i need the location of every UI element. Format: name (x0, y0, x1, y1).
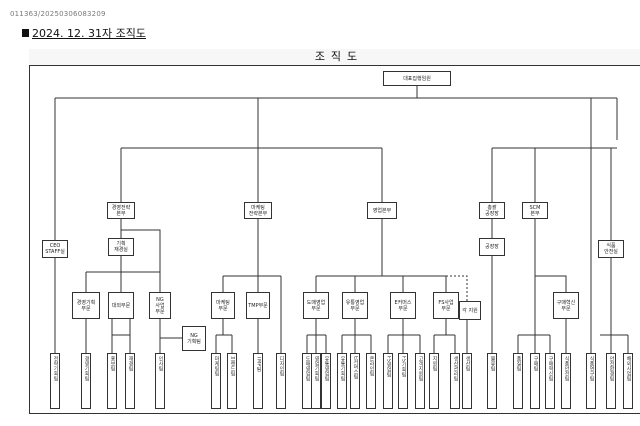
org-chart-banner: 조직도 (29, 49, 640, 66)
team-label: FS영업팀 (385, 356, 391, 377)
team-box-t22: 생산팀 (462, 353, 472, 409)
team-box-t16: 온라인팀 (366, 353, 376, 409)
team-label: TMP팀 (255, 356, 261, 372)
team-label: 생산관리팀 (452, 356, 458, 381)
team-box-t4: 재경팀 (125, 353, 135, 409)
team-label: 영업기획팀 (313, 356, 319, 381)
external-affairs-division-box: 대외부문 (108, 292, 134, 319)
ng-planning-team-box: NG 기획팀 (182, 326, 206, 351)
mgmt-planning-division-box: 경영기획 부문 (72, 292, 100, 319)
team-label: 구매혁신팀 (547, 356, 553, 381)
team-label: 재경팀 (127, 356, 133, 371)
strategy-hq-box: 경영전략 본부 (107, 202, 135, 219)
scm-hq-box: SCM 본부 (522, 202, 548, 219)
team-box-t3: 홍보팀 (107, 353, 117, 409)
team-label: 지원팀 (431, 356, 437, 371)
team-label: 경영기획팀 (83, 356, 89, 381)
team-label: 유통영업팀 (323, 356, 329, 381)
team-label: 식품안전팀 (563, 356, 569, 381)
team-label: 안전환경팀 (608, 356, 614, 381)
tmp-division-box: TMP부문 (246, 292, 270, 319)
branches-box: 각 지원 (459, 301, 481, 320)
team-label: 고객지원팀 (417, 356, 423, 381)
marketing-strategy-hq-box: 마케팅 전략본부 (244, 202, 272, 219)
team-box-t14: 유통기획팀 (337, 353, 347, 409)
team-label: 구매팀 (532, 356, 538, 371)
team-label: 디자인팀 (278, 356, 284, 376)
team-label: 품질팀 (515, 356, 521, 371)
team-box-t18: FS기획팀 (398, 353, 408, 409)
team-box-t26: 구매혁신팀 (545, 353, 555, 409)
marketing-division-box: 마케팅 부문 (211, 292, 235, 319)
team-label: 물류팀 (489, 356, 495, 371)
heading-title: 2024. 12. 31자 조직도 (32, 27, 146, 40)
team-box-t24: 품질팀 (513, 353, 523, 409)
team-box-t23: 물류팀 (487, 353, 497, 409)
team-label: 해외사업팀 (625, 356, 631, 381)
team-label: 도매영업팀 (304, 356, 310, 381)
team-label: FS기획팀 (400, 356, 406, 377)
sales-hq-box: 영업본부 (367, 202, 397, 219)
team-label: 브랜드팀 (229, 356, 235, 376)
team-box-t2: 경영기획팀 (81, 353, 91, 409)
document-heading: 2024. 12. 31자 조직도 (22, 25, 146, 41)
wholesale-sales-division-box: 도매영업 부문 (303, 292, 329, 319)
ceo-box: 대표집행임원 (383, 71, 451, 86)
procurement-innovation-division-box: 구매혁신 부문 (553, 292, 579, 319)
team-box-t5: 인사팀 (155, 353, 165, 409)
team-box-t7: 마케팅팀 (211, 353, 221, 409)
ng-business-division-box: NG 사업 부문 (149, 292, 171, 319)
document-id: 011363/20250306083209 (10, 10, 106, 18)
team-box-t10: 디자인팀 (276, 353, 286, 409)
team-box-t25: 구매팀 (530, 353, 540, 409)
team-box-t20: 지원팀 (429, 353, 439, 409)
team-label: 유통기획팀 (339, 356, 345, 381)
planning-finance-office-box: 기획 재경실 (108, 238, 134, 256)
team-box-t15: E커머스팀 (350, 353, 360, 409)
ceo-staff-office-box: CEO STAFF실 (42, 240, 68, 258)
team-box-t21: 생산관리팀 (450, 353, 460, 409)
team-label: 생산팀 (464, 356, 470, 371)
team-label: 식품연구팀 (588, 356, 594, 381)
team-box-t29: 안전환경팀 (606, 353, 616, 409)
team-label: 온라인팀 (368, 356, 374, 376)
food-safety-office-box: 식품 안전실 (598, 240, 624, 258)
ecommerce-division-box: E커머스 부문 (390, 292, 416, 319)
team-box-t19: 고객지원팀 (415, 353, 425, 409)
team-box-t13: 유통영업팀 (321, 353, 331, 409)
general-plant-manager-box: 총괄 공장장 (479, 202, 505, 219)
team-box-t17: FS영업팀 (383, 353, 393, 409)
team-box-t28: 식품연구팀 (586, 353, 596, 409)
team-box-t9: TMP팀 (253, 353, 263, 409)
team-box-t6: 해외사업팀 (623, 353, 633, 409)
plant-manager-box: 공장장 (479, 238, 505, 256)
team-label: 홍보팀 (109, 356, 115, 371)
team-box-t27: 식품안전팀 (561, 353, 571, 409)
team-label: 전략기획팀 (52, 356, 58, 381)
distribution-sales-division-box: 유통영업 부문 (342, 292, 368, 319)
team-box-t1: 전략기획팀 (50, 353, 60, 409)
heading-square-marker (22, 29, 29, 37)
team-box-t8: 브랜드팀 (227, 353, 237, 409)
fs-business-division-box: FS사업 부문 (433, 292, 459, 319)
team-box-t12: 영업기획팀 (311, 353, 321, 409)
team-label: 마케팅팀 (213, 356, 219, 376)
team-label: E커머스팀 (352, 356, 358, 380)
team-label: 인사팀 (157, 356, 163, 371)
